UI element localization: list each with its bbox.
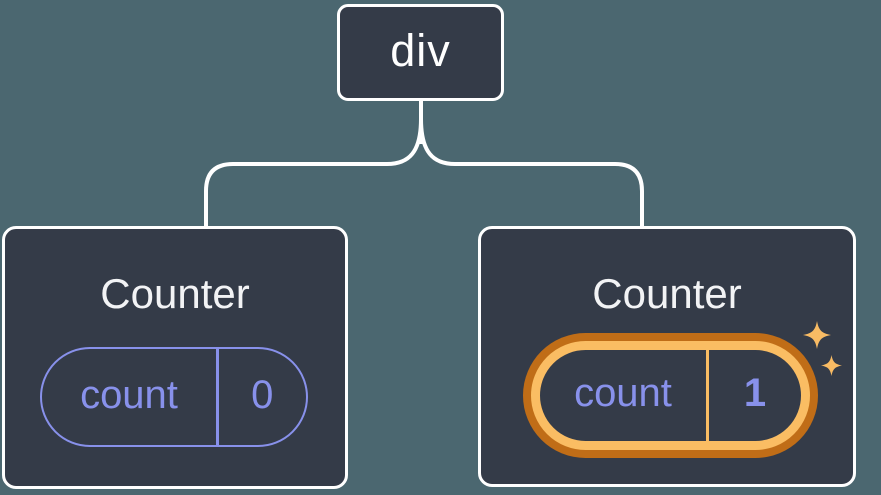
connector-right-branch: [419, 118, 644, 227]
state-pill-highlight-ring: count 1: [531, 341, 810, 450]
state-key-label: count: [80, 372, 178, 417]
root-node-label: div: [390, 24, 451, 76]
counter-card-right: Counter count 1: [478, 226, 856, 487]
connector-left-branch: [204, 118, 423, 227]
counter-card-title: Counter: [592, 270, 742, 317]
state-value: 1: [743, 371, 767, 415]
counter-card-title: Counter: [100, 270, 250, 317]
state-value: 0: [251, 372, 274, 417]
state-key-label: count: [574, 371, 672, 415]
state-pill: count 0: [40, 347, 308, 447]
root-node-div: div: [337, 4, 504, 101]
counter-card-left: Counter count 0: [2, 226, 348, 489]
sparkle-icon: [803, 321, 831, 349]
pill-divider: [706, 350, 709, 441]
state-pill-highlighted: count 1: [523, 333, 818, 458]
pill-divider: [216, 349, 219, 445]
sparkle-icon: [821, 355, 842, 376]
